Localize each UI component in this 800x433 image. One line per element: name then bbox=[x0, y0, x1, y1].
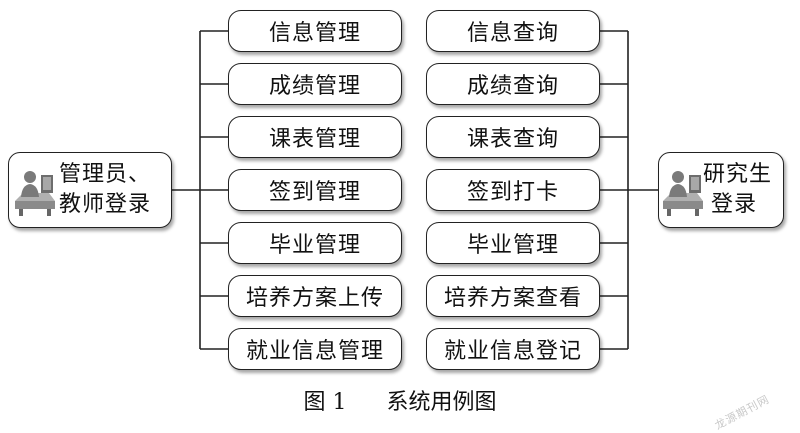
use-case-admin-checkin-management: 签到管理 bbox=[228, 169, 402, 211]
use-case-student-checkin: 签到打卡 bbox=[426, 169, 600, 211]
use-case-student-grade-query: 成绩查询 bbox=[426, 63, 600, 105]
use-case-admin-info-management: 信息管理 bbox=[228, 10, 402, 52]
user-at-computer-icon bbox=[15, 171, 55, 216]
student-actor-line2: 登录 bbox=[711, 192, 758, 217]
admin-actor-line2: 教师登录 bbox=[59, 192, 152, 217]
use-case-admin-grade-management: 成绩管理 bbox=[228, 63, 402, 105]
student-actor-line1: 研究生 bbox=[703, 162, 773, 187]
figure-title: 系统用例图 bbox=[386, 390, 497, 415]
use-case-admin-graduation-management: 毕业管理 bbox=[228, 222, 402, 264]
use-case-student-employment-info-register: 就业信息登记 bbox=[426, 328, 600, 370]
use-case-student-timetable-query: 课表查询 bbox=[426, 116, 600, 158]
admin-teacher-actor: 管理员、 教师登录 bbox=[8, 152, 172, 228]
use-case-admin-timetable-management: 课表管理 bbox=[228, 116, 402, 158]
use-case-student-graduation-management: 毕业管理 bbox=[426, 222, 600, 264]
figure-number: 图 1 bbox=[303, 390, 347, 415]
use-case-admin-employment-info-management: 就业信息管理 bbox=[228, 328, 402, 370]
use-case-student-info-query: 信息查询 bbox=[426, 10, 600, 52]
use-case-student-training-plan-view: 培养方案查看 bbox=[426, 275, 600, 317]
admin-actor-line1: 管理员、 bbox=[59, 162, 152, 187]
graduate-student-actor: 研究生 登录 bbox=[658, 152, 784, 228]
use-case-admin-training-plan-upload: 培养方案上传 bbox=[228, 275, 402, 317]
user-at-computer-icon bbox=[663, 171, 703, 216]
figure-caption: 图 1 系统用例图 bbox=[0, 384, 800, 416]
